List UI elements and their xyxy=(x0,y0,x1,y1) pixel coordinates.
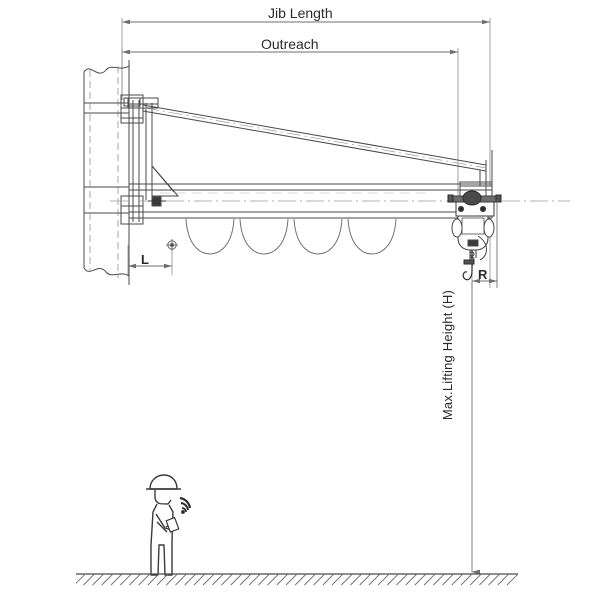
electric-chain-hoist xyxy=(451,215,495,258)
dimension-label-outreach: Outreach xyxy=(261,36,319,52)
extension-lines xyxy=(121,18,491,288)
trolley xyxy=(447,190,502,217)
dimension-label-max-lifting-height: Max.Lifting Height (H) xyxy=(440,290,455,421)
diagonal-tie-rod xyxy=(142,104,487,186)
hard-hat xyxy=(149,474,178,490)
dimension-label-l: L xyxy=(141,252,149,267)
jib-beam xyxy=(110,183,570,219)
dimension-label-r: R xyxy=(478,267,488,282)
dimension-label-jib-length: Jib Length xyxy=(268,5,333,21)
radio-signal-waves xyxy=(179,496,192,514)
ground-line-hatched xyxy=(76,573,518,586)
wall-mounting-bracket xyxy=(120,94,144,225)
festoon-cable-loops xyxy=(185,218,397,255)
dimension-R xyxy=(472,200,498,288)
dimension-L xyxy=(128,239,178,269)
lifting-chain-and-hook xyxy=(462,235,487,281)
radio-remote-control xyxy=(165,516,180,533)
gusset-plate xyxy=(151,164,180,197)
